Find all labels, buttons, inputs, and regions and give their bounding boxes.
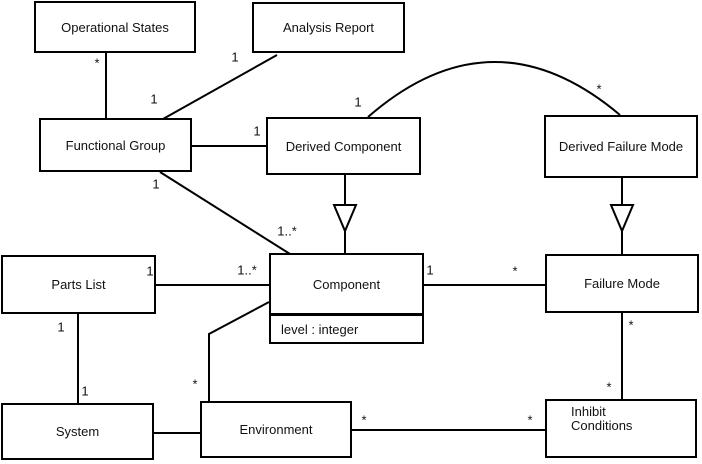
multiplicity-label: 1 (150, 91, 158, 107)
class-name: Operational States (61, 19, 169, 35)
multiplicity-label: * (628, 317, 634, 333)
edge-functionalgroup-component (159, 171, 291, 255)
multiplicity-label: * (94, 55, 100, 71)
multiplicity-label: * (361, 412, 367, 428)
class-name: Functional Group (65, 137, 166, 153)
multiplicity-label: 1..* (237, 262, 257, 278)
class-attribute: level : integer (281, 321, 359, 337)
edge-analysisreport-functionalgroup (162, 54, 278, 120)
class-name: Parts List (51, 277, 106, 292)
multiplicity-label: 1 (152, 176, 160, 192)
class-box-inhibit-conditions[interactable]: Inhibit Conditions (545, 399, 697, 458)
class-box-operational-states[interactable]: Operational States (34, 1, 196, 53)
multiplicity-label: 1 (231, 49, 239, 65)
class-box-system[interactable]: System (1, 403, 154, 460)
class-name: Environment (239, 422, 313, 437)
multiplicity-label: 1 (81, 383, 89, 399)
multiplicity-label: 1 (354, 94, 362, 110)
multiplicity-label: * (606, 379, 612, 395)
class-name: Derived Component (285, 138, 402, 154)
class-box-parts-list[interactable]: Parts List (1, 255, 156, 314)
class-name: Component (312, 276, 381, 292)
class-name-compartment: Component (271, 255, 422, 316)
generalization-arrow-icon (609, 204, 635, 234)
class-name: Analysis Report (282, 20, 375, 35)
class-box-analysis-report[interactable]: Analysis Report (252, 2, 405, 53)
multiplicity-label: 1 (426, 262, 434, 278)
multiplicity-label: 1..* (277, 223, 297, 239)
class-name: Failure Mode (584, 276, 660, 291)
edge-component-environment (208, 301, 270, 402)
multiplicity-label: * (596, 81, 602, 97)
multiplicity-label: * (512, 263, 518, 279)
multiplicity-label: * (527, 412, 533, 428)
multiplicity-label: 1 (57, 319, 65, 335)
class-name: Derived Failure Mode (558, 139, 684, 154)
class-box-functional-group[interactable]: Functional Group (39, 118, 192, 172)
class-box-derived-failure-mode[interactable]: Derived Failure Mode (544, 115, 698, 178)
class-box-failure-mode[interactable]: Failure Mode (545, 254, 699, 313)
class-box-component[interactable]: Component level : integer (269, 253, 424, 344)
class-box-derived-component[interactable]: Derived Component (266, 117, 421, 175)
class-name: System (55, 424, 100, 439)
multiplicity-label: 1 (146, 263, 154, 279)
edge-derivedcomponent-derivedfailuremode-arc (367, 61, 621, 118)
multiplicity-label: * (192, 376, 198, 392)
class-attribute-compartment: level : integer (271, 316, 422, 342)
multiplicity-label: 1 (253, 123, 261, 139)
generalization-arrow-icon (332, 204, 358, 234)
class-box-environment[interactable]: Environment (200, 401, 352, 458)
class-name: Inhibit Conditions (571, 404, 633, 433)
